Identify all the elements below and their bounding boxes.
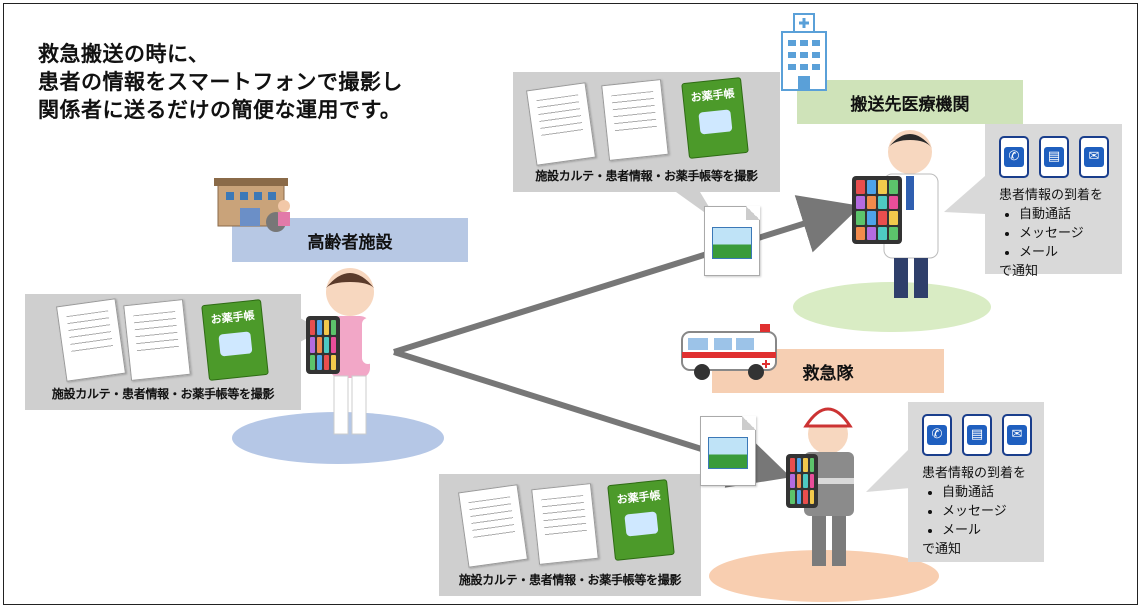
notification-footer: で通知 <box>999 264 1039 279</box>
notification-item-call: 自動通話 <box>942 483 1026 502</box>
notification-item-message: メッセージ <box>1019 224 1103 243</box>
notification-text: 患者情報の到着を 自動通話 メッセージ メール で通知 <box>999 186 1103 281</box>
ambulance-icon <box>681 324 777 380</box>
patient-info-document <box>123 299 191 381</box>
ambulance-label: 救急隊 <box>802 363 854 384</box>
headline-line-1: 救急搬送の時に、 <box>38 42 210 66</box>
message-icon: ▤ <box>962 414 992 456</box>
photo-panel-ambulance: お薬手帳 施設カルテ・患者情報・お薬手帳等を撮影 <box>439 474 701 596</box>
notification-icons: ✆ ▤ ✉ <box>922 414 1032 456</box>
hospital-ground <box>793 282 991 332</box>
hospital-label: 搬送先医療機関 <box>850 94 970 115</box>
message-icon: ▤ <box>1039 136 1069 178</box>
medicine-notebook: お薬手帳 <box>681 77 749 159</box>
hospital-icon <box>781 13 827 91</box>
image-file-icon <box>700 416 756 486</box>
patient-info-document <box>601 79 669 161</box>
medicine-notebook-title: お薬手帳 <box>210 308 256 327</box>
chart-document <box>526 82 596 166</box>
tablet-ambulance <box>786 454 818 508</box>
medicine-notebook: お薬手帳 <box>201 299 269 381</box>
photo-panel-facility: お薬手帳 施設カルテ・患者情報・お薬手帳等を撮影 <box>25 294 301 410</box>
notification-panel-ambulance: ✆ ▤ ✉ 患者情報の到着を 自動通話 メッセージ メール で通知 <box>908 402 1044 562</box>
image-file-icon <box>704 206 760 276</box>
photo-panel-hospital: お薬手帳 施設カルテ・患者情報・お薬手帳等を撮影 <box>513 72 780 192</box>
tablet-hospital <box>852 176 902 244</box>
email-icon: ✉ <box>1002 414 1032 456</box>
phone-call-icon: ✆ <box>922 414 952 456</box>
notification-panel-hospital: ✆ ▤ ✉ 患者情報の到着を 自動通話 メッセージ メール で通知 <box>985 124 1122 279</box>
tablet-facility <box>306 316 340 374</box>
notification-footer: で通知 <box>922 542 962 557</box>
headline-line-3: 関係者に送るだけの簡便な運用です。 <box>38 98 402 122</box>
callout-notify-bottom <box>866 448 910 492</box>
callout-notify-top <box>944 176 985 214</box>
notification-heading: 患者情報の到着を <box>999 188 1104 203</box>
email-icon: ✉ <box>1079 136 1109 178</box>
photo-caption: 施設カルテ・患者情報・お薬手帳等を撮影 <box>535 169 758 183</box>
notification-item-call: 自動通話 <box>1019 205 1103 224</box>
chart-document <box>56 298 126 382</box>
medicine-notebook-title: お薬手帳 <box>690 86 736 105</box>
slide-frame <box>3 3 1138 605</box>
hospital-label-band: 搬送先医療機関 <box>797 80 1023 124</box>
nursing-home-icon <box>214 178 290 232</box>
photo-caption: 施設カルテ・患者情報・お薬手帳等を撮影 <box>458 573 682 587</box>
photo-caption: 施設カルテ・患者情報・お薬手帳等を撮影 <box>51 387 275 401</box>
chart-document <box>458 484 528 568</box>
notification-heading: 患者情報の到着を <box>922 466 1027 481</box>
patient-info-document <box>531 483 599 565</box>
notification-icons: ✆ ▤ ✉ <box>999 136 1109 178</box>
notification-item-mail: メール <box>942 521 1026 540</box>
medicine-notebook: お薬手帳 <box>607 479 675 561</box>
notification-text: 患者情報の到着を 自動通話 メッセージ メール で通知 <box>922 464 1026 559</box>
medicine-notebook-title: お薬手帳 <box>616 488 662 507</box>
headline-line-2: 患者の情報をスマートフォンで撮影し <box>38 70 403 94</box>
nurse-figure <box>326 268 374 435</box>
notification-item-mail: メール <box>1019 243 1103 262</box>
facility-label: 高齢者施設 <box>307 232 393 253</box>
phone-call-icon: ✆ <box>999 136 1029 178</box>
arrow-to-hospital <box>393 195 861 355</box>
notification-item-message: メッセージ <box>942 502 1026 521</box>
headline: 救急搬送の時に、 患者の情報をスマートフォンで撮影し 関係者に送るだけの簡便な運… <box>38 40 403 124</box>
